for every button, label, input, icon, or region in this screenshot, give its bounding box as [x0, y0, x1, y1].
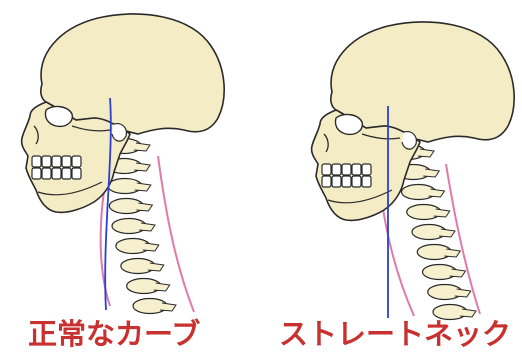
- straight-eye-socket: [335, 115, 362, 135]
- straight-vertebra-process: [439, 229, 455, 237]
- normal-vertebra-process: [148, 263, 164, 271]
- normal-tooth: [52, 156, 61, 167]
- straight-tooth: [322, 164, 331, 175]
- straight-vertebra-process: [429, 189, 445, 197]
- normal-tooth: [32, 168, 41, 179]
- normal-tooth: [72, 168, 81, 179]
- caption-straight-neck: ストレートネック: [279, 314, 519, 354]
- straight-tooth: [362, 176, 371, 187]
- normal-tooth: [62, 156, 71, 167]
- normal-eye-socket: [45, 107, 72, 127]
- normal-vertebrae: [107, 139, 176, 314]
- straight-vertebra-process: [444, 249, 460, 257]
- straight-throat-line: [382, 202, 414, 316]
- normal-vertebra-process: [143, 243, 159, 251]
- normal-tooth: [32, 156, 41, 167]
- straight-tooth: [332, 176, 341, 187]
- straight-tooth: [362, 164, 371, 175]
- straight-tooth: [352, 176, 361, 187]
- straight-vertebra-process: [450, 269, 466, 277]
- normal-vertebra-process: [160, 303, 176, 311]
- straight-vertebra-process: [418, 149, 434, 157]
- normal-tooth: [62, 168, 71, 179]
- normal-vertebra-process: [134, 163, 150, 171]
- normal-ear: [112, 124, 126, 141]
- straight-tooth: [322, 176, 331, 187]
- straight-tooth: [332, 164, 341, 175]
- straight-tooth: [342, 164, 351, 175]
- caption-normal-curve: 正常なカーブ: [28, 314, 228, 354]
- straight-vertebra-process: [455, 289, 471, 297]
- straight-tooth: [342, 176, 351, 187]
- normal-vertebra-process: [134, 143, 150, 151]
- normal-vertebra-process: [139, 223, 155, 231]
- normal-tooth: [42, 156, 51, 167]
- straight-tooth: [352, 164, 361, 175]
- normal-tooth: [72, 156, 81, 167]
- normal-vertebra-process: [135, 183, 151, 191]
- straight-vertebra-process: [434, 209, 450, 217]
- straight-ear: [402, 132, 416, 149]
- normal-vertebra-process: [154, 283, 170, 291]
- panel-straight: [312, 22, 515, 320]
- normal-tooth: [52, 168, 61, 179]
- straight-vertebra-process: [423, 169, 439, 177]
- normal-tooth: [42, 168, 51, 179]
- normal-vertebra-process: [136, 203, 152, 211]
- panel-normal: [22, 14, 225, 314]
